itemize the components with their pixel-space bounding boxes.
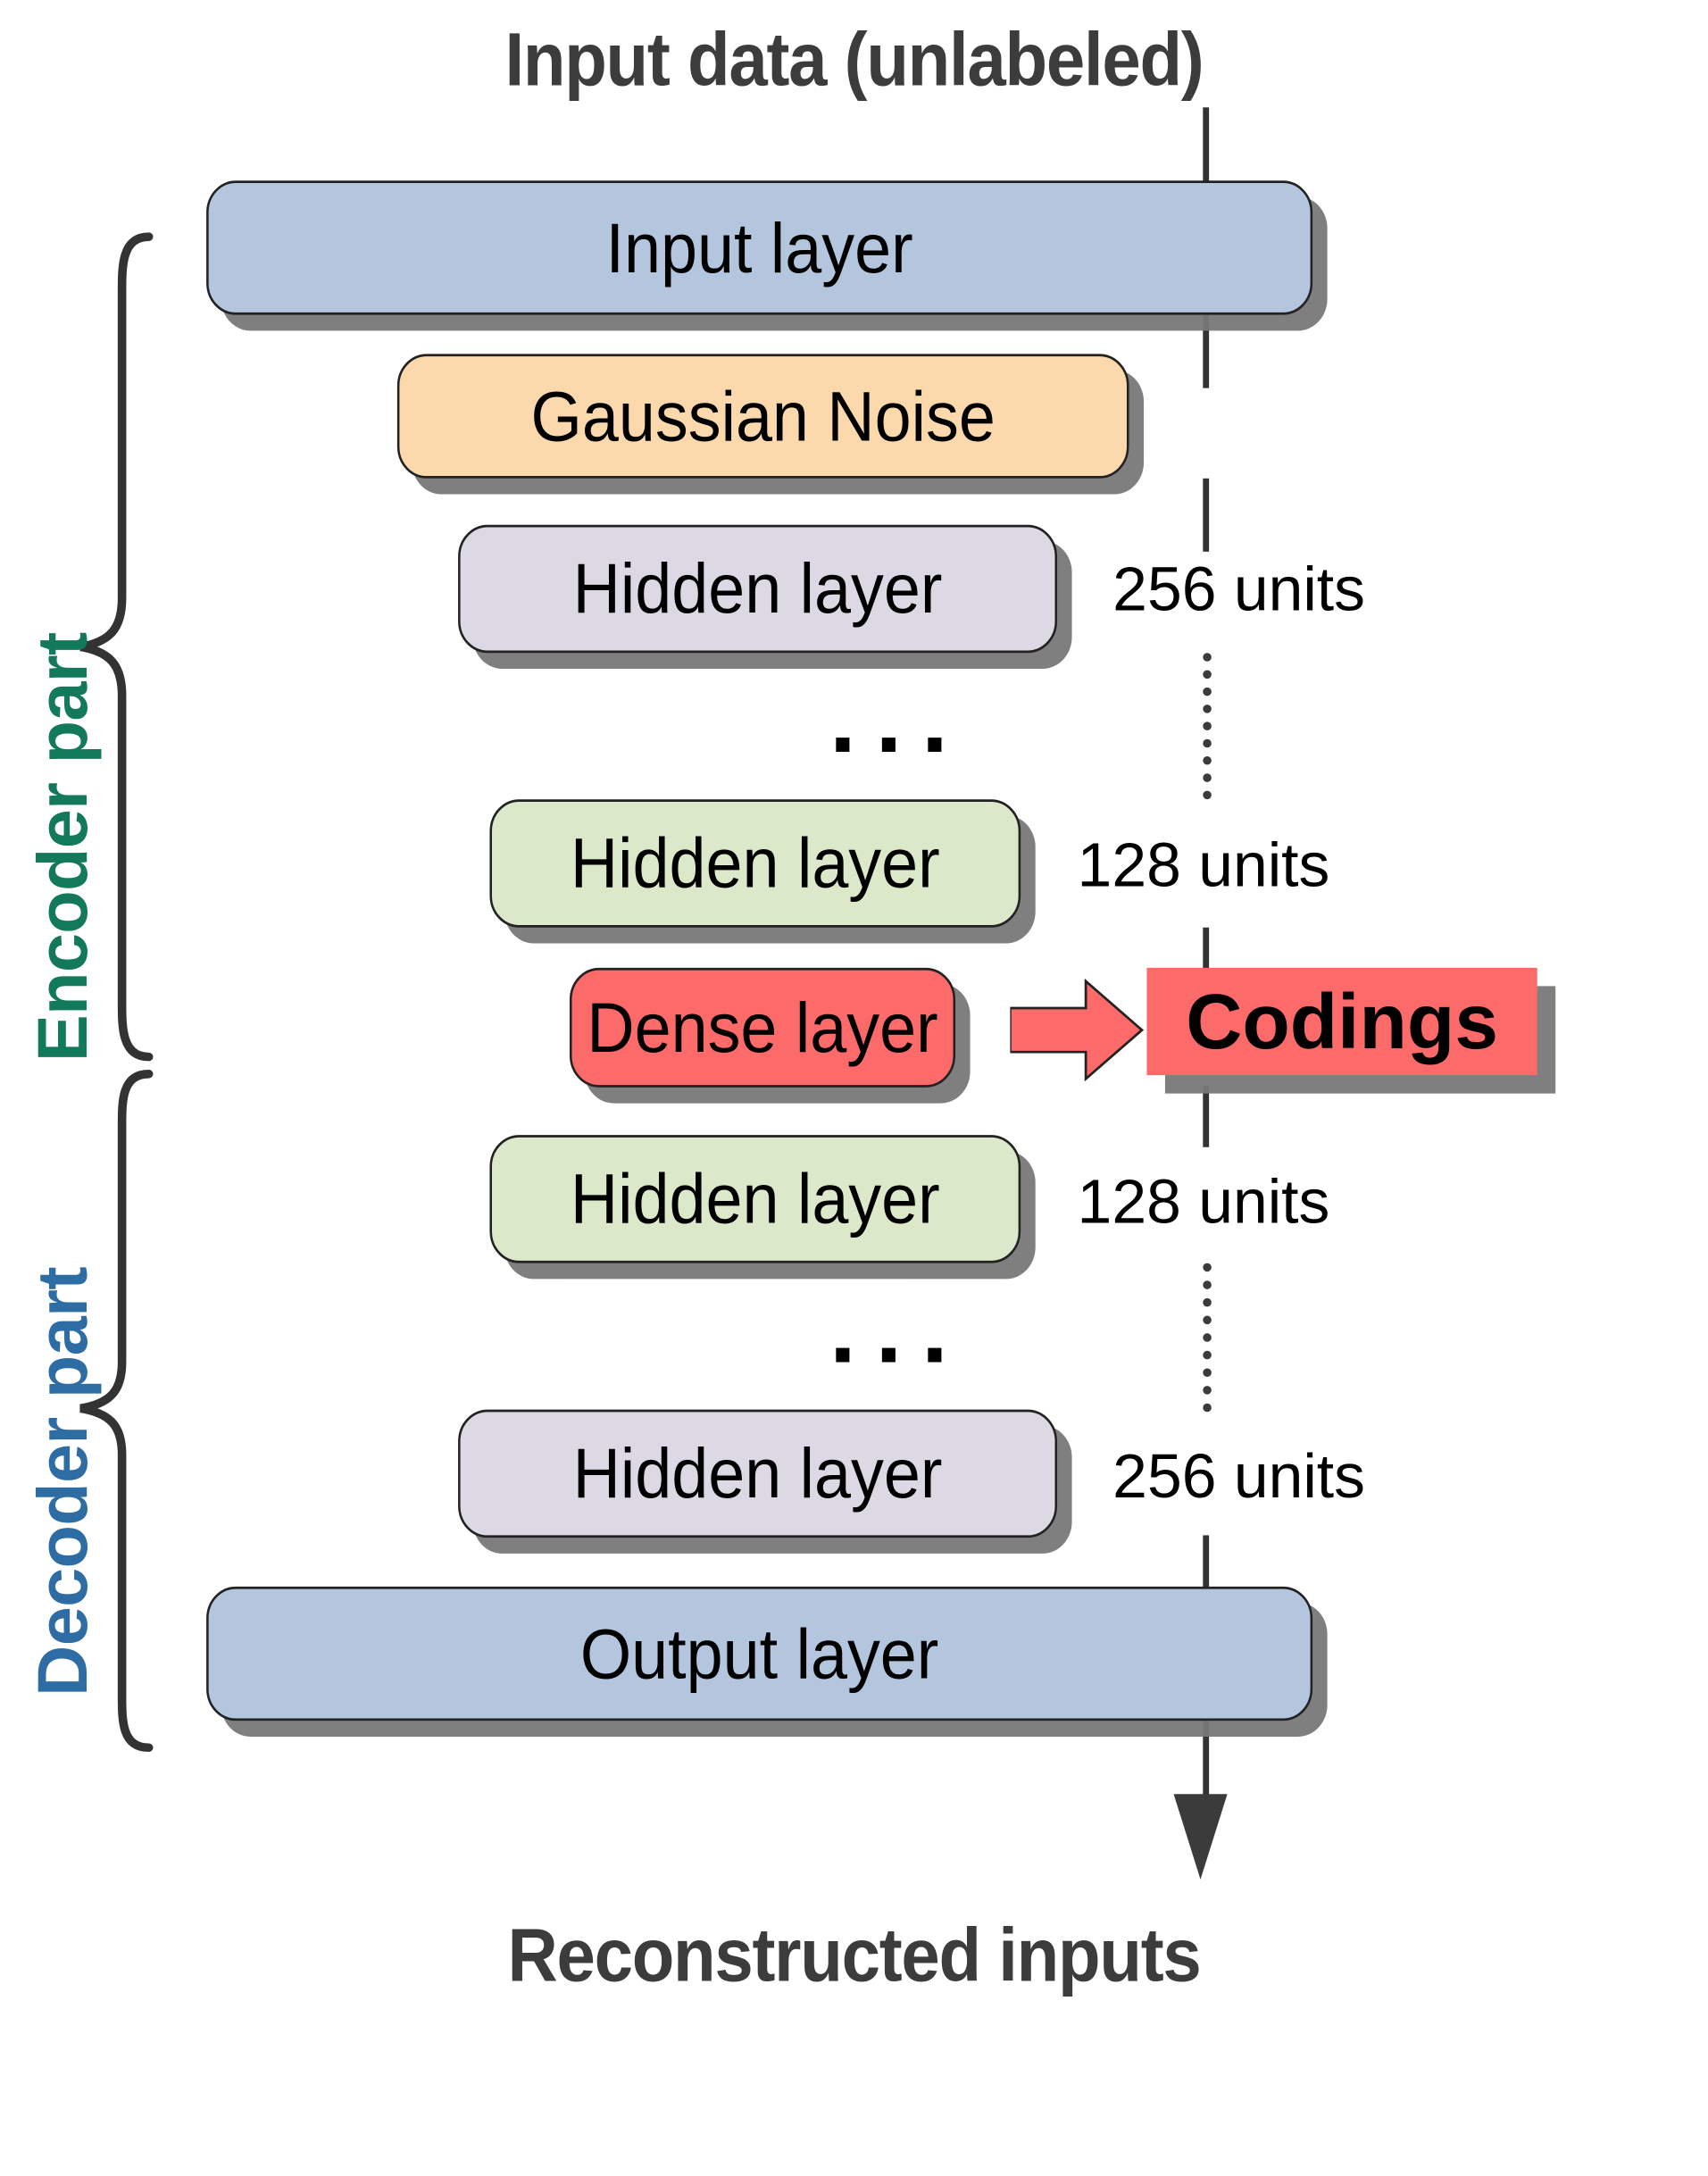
connector-hidden256-to-hidden128-dotted xyxy=(1203,653,1212,800)
layer-label: Dense layer xyxy=(587,988,938,1068)
reconstructed-inputs-title: Reconstructed inputs xyxy=(507,1913,1201,1998)
units-label-hidden-dec-128: 128 units xyxy=(1077,1166,1330,1237)
codings-label: Codings xyxy=(1186,977,1498,1066)
codings-box[interactable]: Codings xyxy=(1146,967,1537,1076)
layer-label: Input layer xyxy=(605,208,913,288)
decoder-part-label: Decoder part xyxy=(22,1267,103,1697)
ellipsis-encoder: ... xyxy=(829,664,968,773)
layer-box-hidden-enc-256[interactable]: Hidden layer xyxy=(458,524,1058,654)
layer-label: Hidden layer xyxy=(572,549,943,629)
connector-output-to-reconstructed xyxy=(1203,1718,1210,1829)
layer-label: Hidden layer xyxy=(572,1433,943,1513)
units-label-hidden-enc-256: 256 units xyxy=(1112,554,1366,624)
layer-box-gaussian-noise[interactable]: Gaussian Noise xyxy=(396,354,1129,479)
layer-label: Gaussian Noise xyxy=(530,376,996,456)
right-arrow-icon xyxy=(1010,978,1145,1082)
connector-noise-to-hidden256 xyxy=(1203,478,1210,552)
arrow-down-icon xyxy=(1173,1794,1228,1880)
layer-box-hidden-dec-256[interactable]: Hidden layer xyxy=(458,1409,1058,1538)
connector-dense-to-hidden128dec xyxy=(1203,1086,1210,1147)
layer-box-dense-layer[interactable]: Dense layer xyxy=(569,967,956,1088)
connector-hidden128dec-to-hidden256dec-dotted xyxy=(1203,1263,1212,1413)
connector-hidden256dec-to-output xyxy=(1203,1535,1210,1597)
connector-hidden128-to-dense xyxy=(1203,927,1210,989)
encoder-brace-icon xyxy=(79,232,154,1062)
layer-label: Hidden layer xyxy=(570,823,940,904)
ellipsis-decoder: ... xyxy=(829,1275,968,1383)
encoder-part-label: Encoder part xyxy=(22,632,103,1063)
decoder-brace-icon xyxy=(79,1069,154,1753)
layer-label: Output layer xyxy=(579,1613,939,1694)
input-data-title: Input data (unlabeled) xyxy=(504,18,1204,103)
layer-box-hidden-dec-128[interactable]: Hidden layer xyxy=(489,1135,1021,1263)
layer-box-output-layer[interactable]: Output layer xyxy=(206,1586,1313,1722)
units-label-hidden-enc-128: 128 units xyxy=(1077,830,1330,900)
connector-input-to-noise xyxy=(1203,314,1210,388)
units-label-hidden-dec-256: 256 units xyxy=(1112,1441,1366,1512)
layer-label: Hidden layer xyxy=(570,1159,940,1239)
layer-box-hidden-enc-128[interactable]: Hidden layer xyxy=(489,799,1021,928)
layer-box-input-layer[interactable]: Input layer xyxy=(206,180,1313,315)
